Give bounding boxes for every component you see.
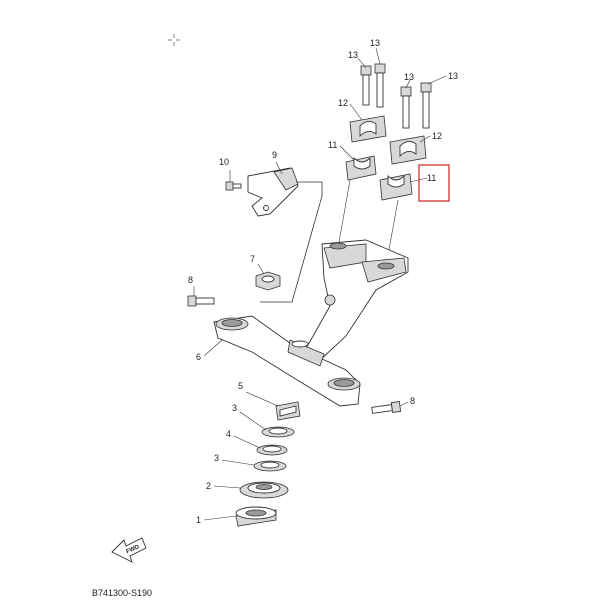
highlight-box-part-11[interactable] [418,164,450,202]
callout-6[interactable]: 6 [196,352,201,362]
leader-lines [193,47,447,521]
lower-ring-nut[interactable] [253,460,287,472]
callout-13-right-outer[interactable]: 13 [448,71,458,81]
callout-5[interactable]: 5 [238,381,243,391]
diagram-code: B741300-S190 [92,588,152,598]
crosshair-marker [168,34,180,46]
handlebar-bolt-left-outer[interactable] [360,65,372,106]
upper-handlebar-holder-right[interactable] [389,135,427,165]
callout-labels: 13 13 13 13 12 12 11 11 9 10 7 8 6 5 3 4… [188,38,458,525]
fwd-label: FWD [126,544,142,555]
pinch-bolt-left[interactable] [187,295,215,307]
callout-10[interactable]: 10 [219,157,229,167]
under-bracket[interactable] [213,315,361,407]
meter-bracket[interactable] [247,167,299,217]
callout-11-left[interactable]: 11 [328,140,337,150]
upper-bracket[interactable] [303,239,409,363]
callout-8-left[interactable]: 8 [188,275,193,285]
callout-7[interactable]: 7 [250,254,255,264]
bearing-race-cover[interactable] [239,481,289,499]
callout-11-highlighted[interactable]: 11 [427,173,436,183]
callout-3-lower[interactable]: 3 [214,453,219,463]
bracket-bolt[interactable] [225,181,242,191]
steering-stem-nut[interactable] [255,271,281,291]
callout-3-upper[interactable]: 3 [232,403,237,413]
pinch-bolt-right[interactable] [371,401,402,414]
callout-12-right[interactable]: 12 [432,131,442,141]
callout-8-right[interactable]: 8 [410,396,415,406]
callout-1[interactable]: 1 [196,515,201,525]
lower-handlebar-holder-right[interactable] [379,173,413,201]
handlebar-bolt-left-inner[interactable] [374,63,386,108]
callout-12-left[interactable]: 12 [338,98,348,108]
handlebar-bolt-right-inner[interactable] [400,86,412,129]
callout-4[interactable]: 4 [226,429,231,439]
handlebar-bolt-right-outer[interactable] [420,82,432,129]
fwd-arrow: FWD [111,537,147,563]
callout-2[interactable]: 2 [206,481,211,491]
lock-washer[interactable] [275,401,301,421]
upper-handlebar-holder-left[interactable] [349,115,387,143]
callout-13-left-inner[interactable]: 13 [370,38,380,48]
upper-ring-nut[interactable] [261,426,295,438]
callout-13-left-outer[interactable]: 13 [348,50,358,60]
tapered-bearing[interactable] [235,506,277,527]
alignment-line-left [337,179,351,249]
lower-handlebar-holder-left[interactable] [345,155,377,181]
callout-13-right-inner[interactable]: 13 [404,72,414,82]
bracket-reference-lines [260,181,323,303]
callout-9[interactable]: 9 [272,150,277,160]
rubber-washer[interactable] [256,444,288,456]
